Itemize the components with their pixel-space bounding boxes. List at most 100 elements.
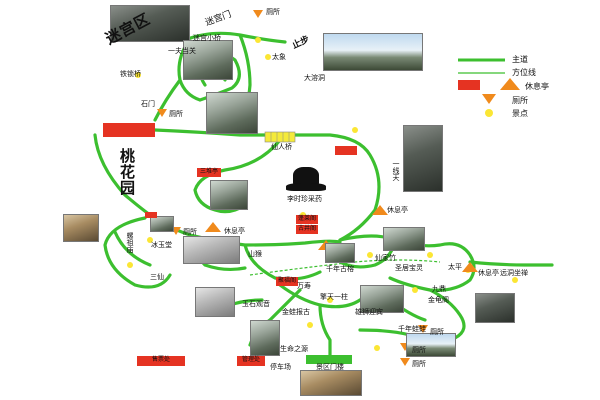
bing-yu-label: 冰玉堂 xyxy=(151,241,172,249)
rest-3-label: 休息亭 xyxy=(478,269,499,277)
xian-jia-label: 仙家竹 xyxy=(375,254,396,262)
photo-mu-zhu-temple xyxy=(63,214,99,242)
toilet-bottom3-label: 厕所 xyxy=(412,360,426,368)
li-shizhen-silhouette xyxy=(293,167,319,187)
toilet-triangle xyxy=(157,109,167,117)
photo-maze-stones xyxy=(110,5,190,42)
li-shizhen-label: 李时珍采药 xyxy=(287,195,322,203)
jiu-ding-label: 九鼎 xyxy=(432,285,446,293)
rest-left-sign xyxy=(145,212,157,218)
photo-buildings xyxy=(183,236,240,264)
shan-hou-label: 山猴 xyxy=(248,250,262,258)
management-office-sign: 管理处 xyxy=(237,356,265,366)
spot-dot xyxy=(127,262,133,268)
sandui-pavilion-sign: 三堆亭 xyxy=(197,168,221,177)
toilet-top-label: 厕所 xyxy=(266,8,280,16)
photo-right-stone xyxy=(475,293,515,323)
yu-shi-label: 玉石观音 xyxy=(242,300,270,308)
legend-rest-rect xyxy=(458,80,480,90)
ticket-office-sign: 售票处 xyxy=(137,356,185,366)
photo-rest-house xyxy=(150,216,174,232)
trail-network xyxy=(93,31,554,357)
xiong-shi-label: 雄狮迎宾 xyxy=(355,308,383,316)
photo-right-rocks xyxy=(383,227,425,251)
spot-dot xyxy=(147,237,153,243)
legend-spot-dot xyxy=(485,109,493,117)
spot-dot xyxy=(352,127,358,133)
photo-jade-statue xyxy=(195,287,235,317)
photo-sandui-pavilion xyxy=(210,180,248,210)
jin-gui-bao-label: 金蛙报古 xyxy=(282,308,310,316)
yixian-label: 一线天 xyxy=(392,160,400,181)
penglai-sign: 蓬莱阁 xyxy=(296,215,318,224)
tai-ping-label: 太平 xyxy=(448,263,462,271)
qian-nian-gu-label: 千年古榕 xyxy=(326,265,354,273)
photo-penglai xyxy=(325,243,355,263)
photo-mountain-view xyxy=(323,33,423,71)
qian-nian-wa-label: 千年蛙蛙 xyxy=(398,325,426,333)
tiesuo-label: 铁锁桥 xyxy=(120,70,141,78)
photo-source-of-life xyxy=(250,320,280,356)
toilet-bottom1-label: 厕所 xyxy=(430,328,444,336)
wan-shou-label: 万寿 xyxy=(297,282,311,290)
legend-direction: 方位线 xyxy=(512,68,536,77)
ju-fu-sign: 聚福阁 xyxy=(276,277,298,286)
peach-garden-label: 桃花园 xyxy=(118,148,136,196)
san-xian-label: 三仙 xyxy=(150,273,164,281)
legend-spot: 景点 xyxy=(512,109,528,118)
rest-triangle xyxy=(372,205,388,215)
photo-shimen xyxy=(206,92,258,134)
xianren-bridge-marker xyxy=(264,131,296,143)
photo-stone-forest xyxy=(183,40,233,80)
toilet-bottom2-label: 厕所 xyxy=(412,346,426,354)
spot-dot xyxy=(265,54,271,60)
spot-dot xyxy=(374,345,380,351)
toilet-triangle xyxy=(400,358,410,366)
photo-lion-rock xyxy=(360,285,404,313)
rest-1-label: 休息亭 xyxy=(387,206,408,214)
gate-house-marker xyxy=(306,355,352,364)
li-shizhen-silhouette-base xyxy=(286,183,326,191)
spot-dot xyxy=(135,72,141,78)
spot-dot xyxy=(255,37,261,43)
yixian-tian-rest-marker xyxy=(335,146,357,155)
spot-dot xyxy=(307,322,313,328)
photo-bottom-scenery xyxy=(406,333,456,357)
legend-rest: 休息亭 xyxy=(525,82,549,91)
gu-jing-sign: 古井阁 xyxy=(296,225,318,234)
parking-label: 停车场 xyxy=(270,363,291,371)
rest-triangle xyxy=(462,262,478,272)
mu-zhu-label: 螺祖庙 xyxy=(126,232,134,253)
xianren-bridge-slats xyxy=(270,132,290,142)
legend-toilet-triangle xyxy=(482,94,496,104)
toilet-triangle xyxy=(418,325,428,333)
rest-2-label: 休息亭 xyxy=(224,227,245,235)
rest-triangle xyxy=(205,222,221,232)
legend-rest-triangle xyxy=(500,78,520,90)
spot-dot xyxy=(367,252,373,258)
xianren-label: 仙人桥 xyxy=(271,143,292,151)
maze-bridge-label: 迷宫小桥 xyxy=(193,34,221,42)
jing-tian-label: 擎天一柱 xyxy=(320,293,348,301)
legend-main-road: 主道 xyxy=(512,55,528,64)
toilet-triangle xyxy=(253,10,263,18)
shimen-label: 石门 xyxy=(141,100,155,108)
spot-dot xyxy=(512,277,518,283)
taixiang-label: 太象 xyxy=(272,53,286,61)
photo-gate-house xyxy=(300,370,362,396)
trail-right-loop xyxy=(338,234,554,292)
toilet-mid-label: 厕所 xyxy=(169,110,183,118)
spot-dot xyxy=(412,287,418,293)
spot-dot xyxy=(427,252,433,258)
jin-gui-label: 金龟阁 xyxy=(428,296,449,304)
trail-maze-top xyxy=(153,31,287,122)
dalong-label: 大溶洞 xyxy=(304,74,325,82)
sheng-ming-label: 生命之源 xyxy=(280,345,308,353)
spot-dot xyxy=(327,297,333,303)
gate-house-label: 景区门楼 xyxy=(316,363,344,371)
maze-gate-marker xyxy=(103,123,155,137)
toilet-left-label: 厕所 xyxy=(183,228,197,236)
sheng-ju-label: 圣居宝灵 xyxy=(395,264,423,272)
photo-yixian-tian xyxy=(403,125,443,192)
